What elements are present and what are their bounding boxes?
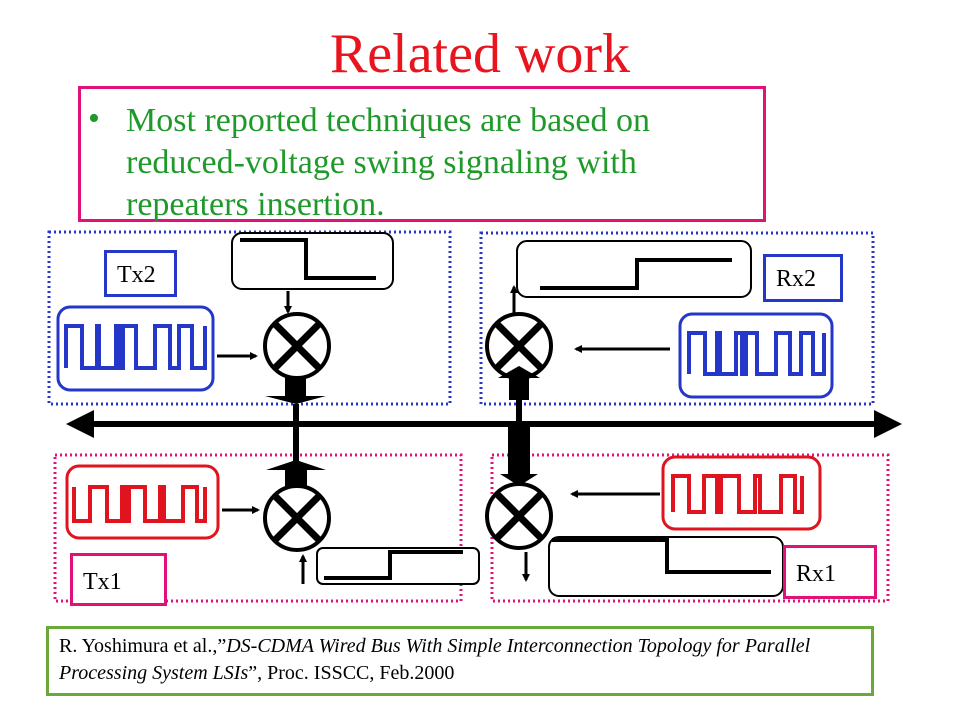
bullet-text: Most reported techniques are based on re…: [126, 102, 650, 223]
reference-suffix: ”, Proc. ISSCC, Feb.2000: [248, 662, 455, 684]
tx1-data-waveform: [324, 550, 463, 580]
tx2-label: Tx2: [104, 250, 177, 297]
rx2-label: Rx2: [763, 254, 843, 302]
bus-right-arrowhead: [874, 410, 902, 438]
rx1-code-waveform: [671, 474, 804, 514]
reference-prefix: R. Yoshimura et al.,”: [59, 635, 227, 657]
rx2-region: [479, 231, 875, 406]
reference-citation: R. Yoshimura et al.,”DS-CDMA Wired Bus W…: [46, 626, 874, 696]
tx2-data-box: [231, 232, 394, 290]
tx2-data-waveform: [240, 238, 376, 280]
bullet-marker: •: [88, 100, 100, 137]
rx1-data-waveform: [552, 538, 771, 574]
slide-title: Related work: [329, 23, 631, 85]
bullet-box: [78, 86, 766, 222]
tx1-region: [53, 453, 463, 603]
rx2-data-box: [516, 240, 752, 298]
tx1-label: Tx1: [70, 553, 167, 606]
tx2-code-waveform: [64, 324, 207, 370]
rx1-label: Rx1: [783, 545, 877, 599]
reference-title: DS-CDMA Wired Bus With Simple Interconne…: [59, 635, 811, 684]
tx1-code-waveform: [72, 485, 207, 523]
rx2-data-waveform: [540, 258, 732, 290]
tx1-data-box: [316, 547, 480, 585]
rx2-code-waveform: [687, 331, 826, 376]
bus-left-arrowhead: [66, 410, 94, 438]
